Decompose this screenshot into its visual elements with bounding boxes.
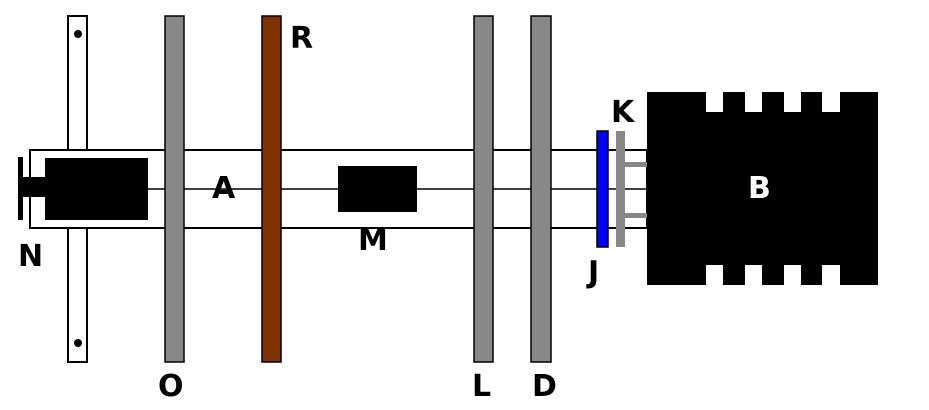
block-M — [338, 166, 417, 212]
plate-K — [616, 131, 647, 247]
label-N: N — [18, 239, 43, 274]
label-R: R — [290, 21, 313, 56]
label-D: D — [532, 369, 557, 404]
label-J: J — [586, 255, 599, 290]
label-K: K — [611, 95, 636, 130]
plate-R — [261, 15, 282, 363]
block-B — [647, 92, 878, 285]
plunger-N — [18, 157, 148, 220]
plate-D — [530, 15, 552, 363]
label-B: B — [748, 171, 771, 206]
label-A: A — [212, 171, 236, 206]
plate-J — [596, 130, 609, 248]
label-M: M — [358, 223, 388, 258]
plate-L — [473, 15, 494, 363]
label-L: L — [472, 369, 491, 404]
label-O: O — [158, 369, 184, 404]
plate-O — [164, 15, 185, 363]
